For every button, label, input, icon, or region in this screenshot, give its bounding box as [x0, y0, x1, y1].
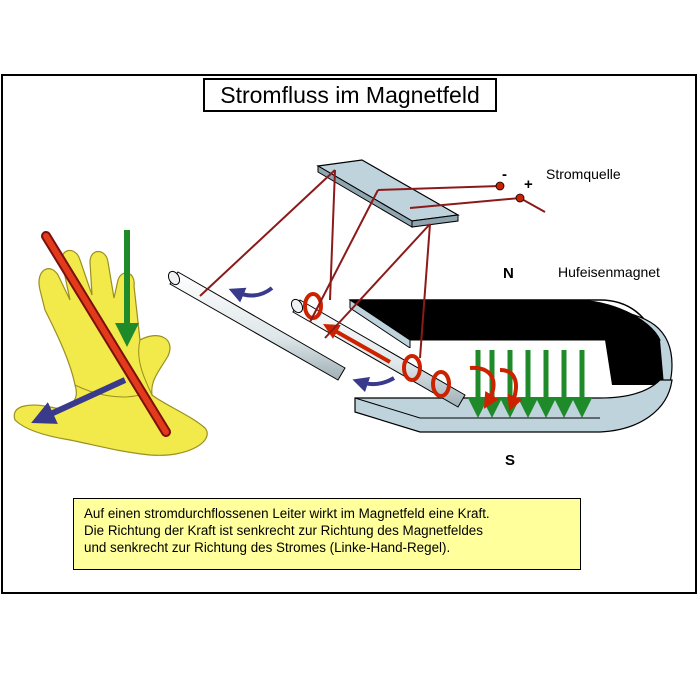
- terminal-minus-label: -: [502, 166, 507, 183]
- hand-force-arrow: [31, 377, 127, 424]
- caption-box: Auf einen stromdurchflossenen Leiter wir…: [73, 498, 581, 570]
- terminal-plus-label: +: [524, 176, 533, 193]
- force-arrows: [228, 286, 396, 393]
- current-direction-arrow: [323, 324, 391, 364]
- figure-title: Stromfluss im Magnetfeld: [203, 78, 497, 112]
- power-source-assembly: [199, 159, 546, 359]
- south-pole-label: S: [505, 452, 516, 469]
- power-source-label: Stromquelle: [546, 166, 621, 182]
- north-pole-label: N: [503, 265, 514, 282]
- terminal-minus: [495, 181, 505, 191]
- conductor-field-rings: [303, 292, 523, 412]
- caption-line-1: Auf einen stromdurchflossenen Leiter wir…: [84, 506, 490, 521]
- caption-line-3: und senkrecht zur Richtung des Stromes (…: [84, 540, 451, 555]
- caption-line-2: Die Richtung der Kraft ist senkrecht zur…: [84, 523, 483, 538]
- figure-frame: [1, 74, 697, 594]
- magnet-label: Hufeisenmagnet: [558, 264, 660, 280]
- terminal-plus: [515, 193, 525, 203]
- left-hand-illustration: [13, 230, 208, 456]
